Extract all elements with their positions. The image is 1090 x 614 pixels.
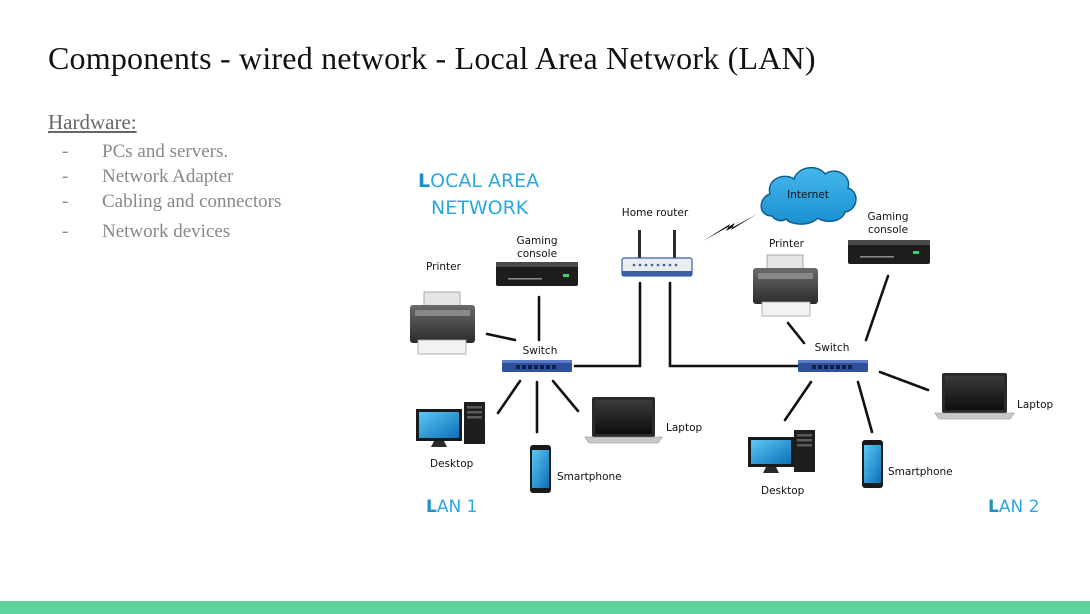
lan2-switch-label: Switch: [815, 342, 850, 354]
cable-desktop2: [783, 380, 813, 422]
lan1-switch-icon: [502, 360, 572, 372]
lan2-label: LAN 2: [988, 497, 1039, 517]
lan1-switch-label: Switch: [523, 345, 558, 357]
bullet-dash: -: [62, 166, 69, 187]
cable-laptop2: [878, 370, 930, 392]
lan1-label: LAN 1: [426, 497, 477, 517]
lan2-label-rest: AN 2: [999, 497, 1040, 517]
footer-bar: [0, 601, 1090, 614]
lan2-printer-label: Printer: [769, 238, 805, 250]
lan1-desktop-icon: [416, 402, 485, 447]
cable-router-switch2: [668, 281, 802, 368]
lan-heading-initial: L: [418, 170, 430, 192]
bullet-dash: -: [62, 221, 69, 242]
cable-printer2: [786, 321, 806, 345]
cable-gaming2: [864, 274, 890, 342]
bullet-text: PCs and servers.: [102, 141, 229, 162]
lan-heading-line2: NETWORK: [431, 197, 529, 219]
cable-laptop1: [551, 379, 580, 413]
bullet-item: - Network devices: [62, 221, 230, 243]
lan2-smartphone-label: Smartphone: [888, 466, 953, 478]
lan2-switch-icon: [798, 360, 868, 372]
bullet-item: - Network Adapter: [62, 166, 233, 188]
lan2-printer-icon: [753, 254, 818, 317]
slide-title: Components - wired network - Local Area …: [48, 40, 816, 76]
lan1-label-initial: L: [426, 497, 437, 517]
lan1-laptop-icon: [584, 397, 663, 444]
cable-phone2: [856, 380, 874, 434]
cable-router-switch1: [573, 281, 642, 368]
lan2-laptop-label: Laptop: [1017, 399, 1053, 411]
lan1-smartphone-label: Smartphone: [557, 471, 622, 483]
bullet-dash: -: [62, 191, 69, 212]
lan1-label-rest: AN 1: [437, 497, 478, 517]
bullet-item: - PCs and servers.: [62, 141, 228, 163]
network-cables: [485, 274, 930, 434]
bullet-text: Cabling and connectors: [102, 191, 282, 212]
lan1-smartphone-icon: [530, 445, 551, 493]
bullet-dash: -: [62, 141, 69, 162]
home-router-label: Home router: [622, 207, 689, 219]
bullet-item: - Cabling and connectors: [62, 191, 281, 213]
lan2-desktop-label: Desktop: [761, 485, 805, 497]
lan1-gaming-label-2: console: [517, 248, 557, 260]
lan1-laptop-label: Laptop: [666, 422, 702, 434]
wireless-link-icon: [703, 214, 757, 241]
lan1-gaming-console-icon: [496, 262, 578, 286]
hardware-heading: Hardware:: [48, 110, 137, 134]
lan2-smartphone-icon: [862, 440, 883, 488]
lan2-gaming-label-2: console: [868, 224, 908, 236]
lan2-label-initial: L: [988, 497, 999, 517]
lan2-laptop-icon: [934, 373, 1015, 420]
lan2-gaming-label-1: Gaming: [867, 211, 908, 223]
internet-label: Internet: [787, 189, 829, 201]
internet-cloud-icon: [760, 167, 857, 225]
lan1-gaming-label-1: Gaming: [516, 235, 557, 247]
router-icon: [621, 230, 693, 277]
lan-heading-rest: OCAL AREA: [430, 170, 539, 192]
lan1-printer-label: Printer: [426, 261, 462, 273]
cable-printer1: [485, 332, 517, 342]
lan1-desktop-label: Desktop: [430, 458, 474, 470]
lan2-gaming-console-icon: [848, 240, 930, 264]
cable-desktop1: [496, 379, 522, 415]
lan2-desktop-icon: [748, 430, 815, 473]
lan-heading-line1: LOCAL AREA: [418, 170, 539, 192]
bullet-text: Network Adapter: [102, 166, 234, 187]
bullet-text: Network devices: [102, 221, 231, 242]
lan1-printer-icon: [410, 291, 475, 355]
